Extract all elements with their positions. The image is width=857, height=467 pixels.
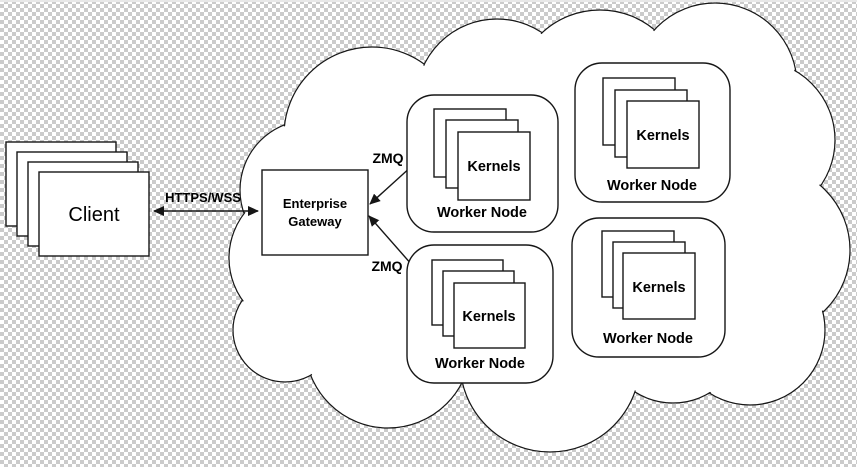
https-wss-label: HTTPS/WSS <box>165 190 241 205</box>
worker-node-4-kernels-label: Kernels <box>632 280 685 296</box>
worker-node-3-label: Worker Node <box>435 356 525 372</box>
worker-node-2-kernels-label: Kernels <box>636 128 689 144</box>
worker-node-3-kernels-stack <box>431 259 526 349</box>
worker-node-2-label: Worker Node <box>607 178 697 194</box>
worker-node-2: Kernels Worker Node <box>574 62 731 203</box>
worker-node-3-kernels-label: Kernels <box>462 309 515 325</box>
client-stack: Client <box>5 141 150 257</box>
worker-node-1-kernels-stack <box>433 108 531 201</box>
zmq-top-label: ZMQ <box>372 150 403 166</box>
worker-node-1-label: Worker Node <box>437 205 527 221</box>
client-label: Client <box>68 204 120 226</box>
worker-node-4-label: Worker Node <box>603 331 693 347</box>
zmq-bottom-label: ZMQ <box>371 258 402 274</box>
worker-node-1: Kernels Worker Node <box>406 94 559 233</box>
window-edge-strip <box>0 0 857 2</box>
worker-node-4: Kernels Worker Node <box>571 217 726 358</box>
client-box <box>38 171 150 257</box>
enterprise-gateway-label-line2: Gateway <box>288 214 342 229</box>
worker-node-1-kernels-label: Kernels <box>467 159 520 175</box>
enterprise-gateway-label-line1: Enterprise <box>283 196 347 211</box>
enterprise-gateway-box <box>261 169 369 256</box>
worker-node-4-kernels-stack <box>601 230 696 320</box>
worker-node-3: Kernels Worker Node <box>406 244 554 384</box>
worker-node-2-kernels-stack <box>602 77 700 169</box>
enterprise-gateway: Enterprise Gateway <box>261 169 369 256</box>
